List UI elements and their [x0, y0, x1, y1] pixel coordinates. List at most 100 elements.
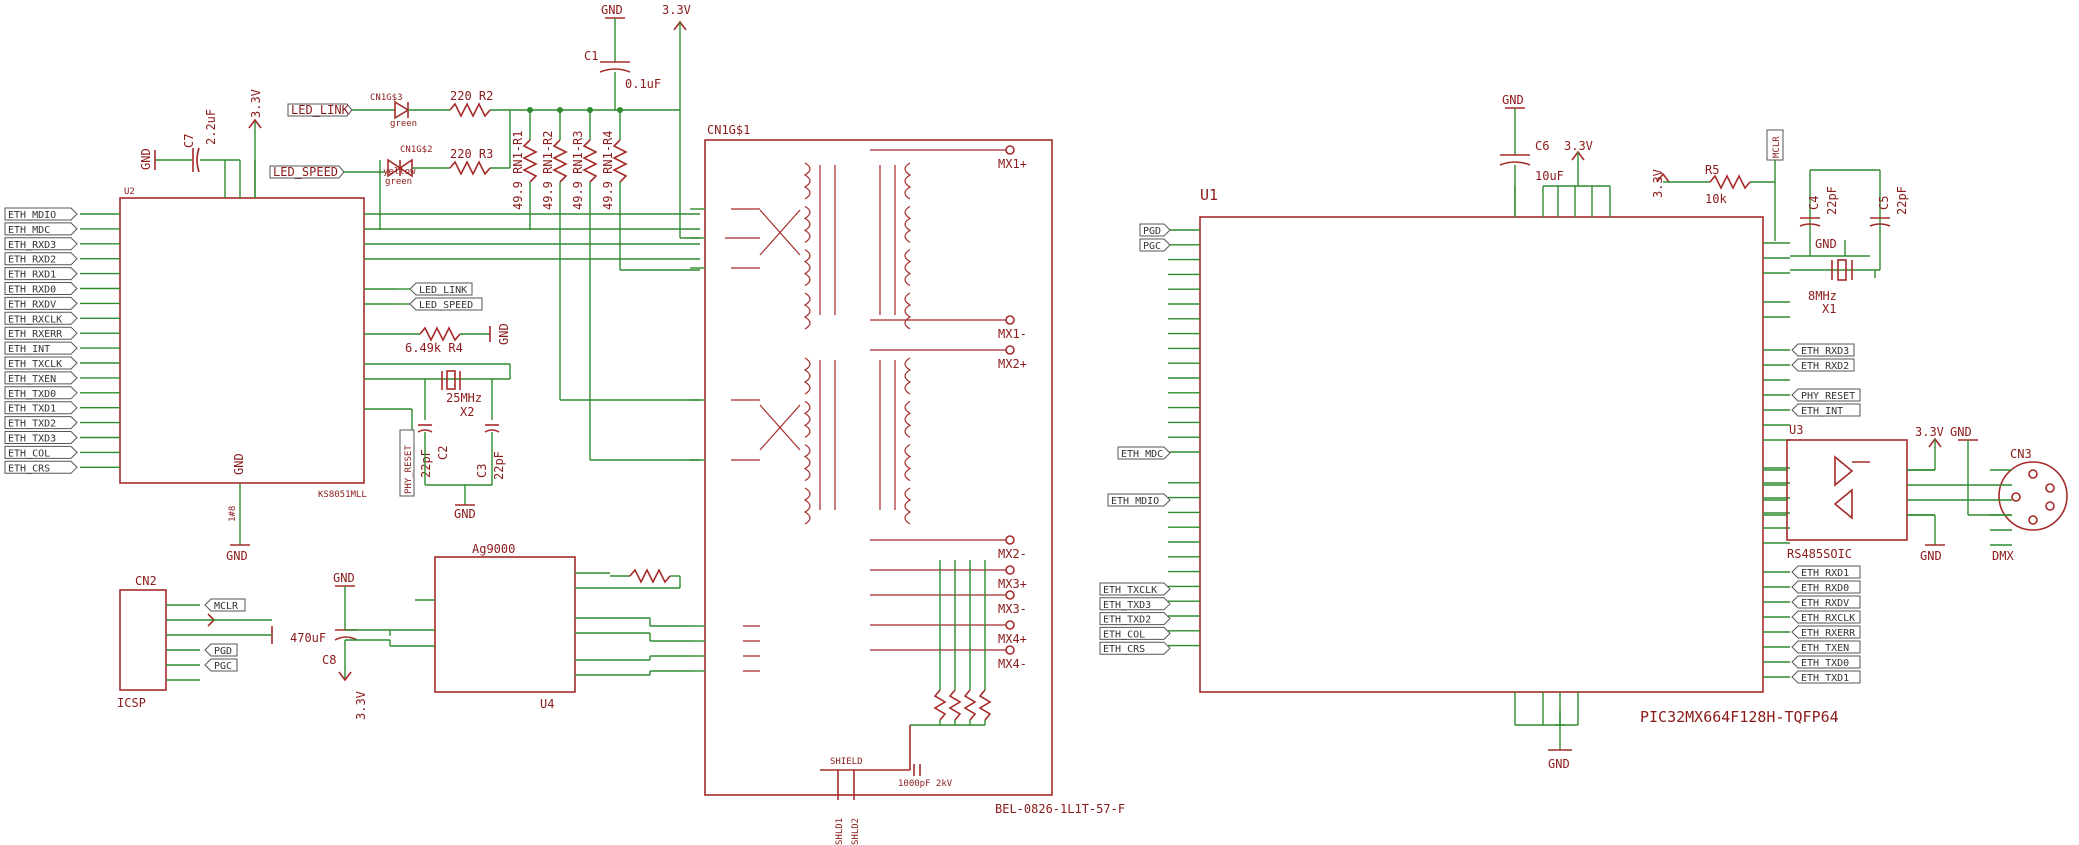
net-pgd-u1-flag [1139, 223, 1171, 237]
svg-text:C6: C6 [1535, 139, 1549, 153]
net-eth-mdio-flag [4, 207, 78, 221]
net-phy-reset-u1-flag [1791, 388, 1861, 402]
svg-text:3.3V: 3.3V [354, 691, 368, 720]
x2-crystal[interactable]: 25MHz X2 22pF C2 C3 22pF GND [395, 363, 511, 521]
u1-top-pins [1514, 186, 1611, 217]
net-eth-mdio: ETH_MDIO [8, 210, 56, 221]
rn1-label: 49.9 RN1-R4 [601, 131, 615, 210]
net-pgd: PGD [214, 646, 232, 657]
svg-text:R5: R5 [1705, 163, 1719, 177]
net-eth-rxd1: ETH_RXD1 [8, 270, 56, 281]
net-eth-int-flag [4, 341, 78, 355]
net-eth-txen-flag [4, 371, 78, 385]
net-eth-int-u1: ETH_INT [1801, 406, 1843, 417]
net-eth-txd3: ETH_TXD3 [1103, 600, 1151, 611]
xfmr-coil [904, 205, 912, 243]
xfmr-coil [904, 292, 912, 330]
net-eth-mdc-flag [4, 222, 78, 236]
svg-text:X2: X2 [460, 405, 474, 419]
rn1-label: 49.9 RN1-R3 [571, 131, 585, 210]
xfmr-coil [803, 487, 811, 525]
svg-text:PHY_RESET: PHY_RESET [404, 445, 414, 494]
u3-rs485[interactable]: U3 RS485SOIC [1786, 423, 1908, 561]
u1-pic32-mcu[interactable]: U1 PIC32MX664F128H-TQFP64 [1199, 186, 1839, 726]
svg-text:2.2uF: 2.2uF [204, 109, 218, 145]
cn1-mx-label: MX1+ [998, 157, 1027, 171]
u2-bottom-pin: 1#8 GND [226, 483, 250, 563]
svg-text:RS485SOIC: RS485SOIC [1787, 547, 1852, 561]
svg-text:DMX: DMX [1992, 549, 2014, 563]
net-eth-txd1-flag [4, 401, 78, 415]
cn1-mx-label: MX1- [998, 327, 1027, 341]
svg-text:3.3V: 3.3V [662, 3, 691, 17]
net-eth-rxd3-u1: ETH_RXD3 [1801, 346, 1849, 357]
c6-capacitor[interactable]: GND C6 10uF 3.3V [1499, 93, 1610, 217]
net-eth-rxerr-u1-flag [1791, 625, 1861, 639]
svg-text:U3: U3 [1789, 423, 1803, 437]
u2-part: KS8051MLL [318, 490, 367, 500]
cn3-dmx-connector[interactable]: CN3 DMX [1992, 447, 2068, 563]
rn1-resistor [582, 139, 598, 183]
r5-mclr-pullup[interactable]: 3.3V R5 10k MCLR [1651, 129, 1784, 241]
svg-text:yellow: yellow [383, 167, 416, 177]
svg-text:22pF: 22pF [1825, 186, 1839, 215]
svg-text:SHLD1: SHLD1 [835, 818, 845, 845]
u2-phy-chip[interactable]: U2 KS8051MLL GND [119, 187, 367, 500]
xfmr-coil [904, 400, 912, 438]
x1-crystal[interactable]: C4 22pF C5 22pF GND 8MHz X1 [1790, 169, 1909, 316]
u4-poe-module[interactable]: Ag9000 U4 [434, 542, 576, 711]
svg-text:GND: GND [1548, 757, 1570, 771]
cn1-mx-label: MX3- [998, 602, 1027, 616]
svg-text:10uF: 10uF [1535, 169, 1564, 183]
cn2-icsp-header[interactable]: CN2 ICSP [117, 574, 167, 710]
net-led-speed-2-flag [409, 297, 483, 311]
net-led-link: LED_LINK [291, 103, 350, 117]
svg-text:Ag9000: Ag9000 [472, 542, 515, 556]
net-eth-txclk-flag [4, 356, 78, 370]
svg-text:3.3V: 3.3V [1564, 139, 1593, 153]
u3-pins [1763, 469, 1990, 516]
r2-label: 220 R2 [450, 89, 493, 103]
rext-resistor[interactable]: GND 6.49k R4 [395, 323, 511, 355]
c7-capacitor[interactable]: GND C7 2.2uF 3.3V [139, 89, 263, 198]
cn1-transformers [759, 162, 912, 525]
svg-text:1000pF 2kV: 1000pF 2kV [898, 779, 953, 789]
rn1-resistor-network[interactable]: 49.9 RN1-R1 49.9 RN1-R2 49.9 RN1-R3 49.9 RN… [511, 107, 700, 461]
c1-capacitor[interactable]: GND C1 0.1uF 3.3V [525, 3, 691, 111]
net-led-link-2: LED_LINK [419, 285, 467, 296]
c8-capacitor[interactable]: GND 3.3V C8 470uF [290, 571, 415, 720]
svg-text:GND: GND [1502, 93, 1524, 107]
net-eth-rxd0-u1: ETH_RXD0 [1801, 583, 1849, 594]
rn1-label: 49.9 RN1-R2 [541, 131, 555, 210]
net-eth-rxclk: ETH_RXCLK [8, 314, 62, 325]
junction [527, 107, 533, 113]
svg-text:GND: GND [139, 148, 153, 170]
svg-text:1#8: 1#8 [228, 506, 238, 522]
net-pgc-u1-flag [1139, 238, 1171, 252]
net-mclr-flag [204, 598, 246, 612]
net-eth-rxd2: ETH_RXD2 [8, 255, 56, 266]
xfmr-coil [803, 249, 811, 287]
svg-text:10k: 10k [1705, 192, 1727, 206]
net-eth-txd2-flag [4, 416, 78, 430]
net-eth-rxd0-flag [4, 282, 78, 295]
svg-text:MCLR: MCLR [1772, 136, 1782, 158]
svg-text:C5: C5 [1877, 196, 1891, 210]
cn1-mx-label: MX3+ [998, 577, 1027, 591]
net-eth-mdio-flag [1107, 493, 1171, 507]
cn1-mx-terminal [1005, 590, 1015, 600]
net-eth-txclk: ETH_TXCLK [8, 359, 62, 370]
net-pgd-u1: PGD [1143, 226, 1161, 237]
cn3-socket [2045, 501, 2055, 511]
net-eth-rxd3-u1-flag [1791, 343, 1855, 357]
cn1-shield: SHIELD SHLD1 SHLD2 1000pF 2kV [820, 725, 953, 845]
svg-text:22pF: 22pF [1895, 186, 1909, 215]
cn1-mx-terminal [1005, 145, 1015, 155]
svg-text:U4: U4 [540, 697, 554, 711]
u1-net-flags: PGDPGCETH_MDCETH_MDIOETH_TXCLKETH_TXD3ET… [1099, 223, 1861, 684]
net-eth-txd1: ETH_TXD1 [8, 404, 56, 415]
cn1-magjack[interactable]: CN1G$1 BEL-0826-1L1T-57-F [704, 123, 1125, 816]
rn1-label: 49.9 RN1-R1 [511, 131, 525, 210]
r1-resistor [629, 568, 671, 584]
